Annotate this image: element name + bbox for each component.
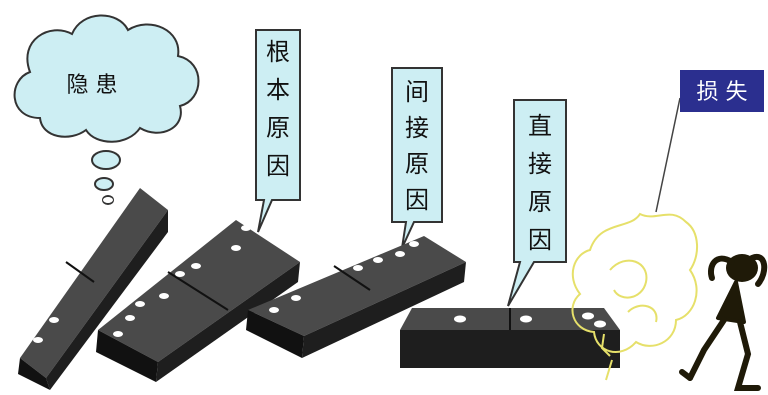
loss-label: 损 失	[697, 80, 748, 105]
hazard-cloud: 隐 患	[13, 14, 200, 205]
person-body	[716, 280, 746, 324]
explosion-swirl	[609, 259, 648, 299]
domino-indirect-cause	[246, 236, 466, 358]
domino-front-face	[96, 330, 158, 382]
loss-box	[680, 70, 764, 112]
domino-pip	[269, 307, 279, 313]
direct-cause-char-4: 因	[528, 226, 552, 254]
thought-cloud-icon	[13, 14, 200, 143]
root-cause-callout: 根 本 原 因	[255, 29, 301, 233]
domino-pip	[175, 271, 185, 277]
domino-pip	[113, 331, 123, 337]
domino-pip	[33, 337, 43, 343]
domino-side-face	[302, 262, 466, 358]
domino-pip	[454, 315, 466, 323]
person-leg	[687, 317, 727, 381]
domino-pip	[103, 197, 113, 203]
domino-pip	[49, 317, 59, 323]
person-foot	[679, 369, 693, 381]
domino-pip	[594, 320, 606, 328]
domino-pip	[582, 312, 594, 320]
domino-pip	[231, 245, 241, 251]
domino-pip	[520, 315, 532, 323]
hazard-label: 隐 患	[67, 73, 118, 98]
domino-pip	[353, 265, 363, 271]
person-leg	[733, 319, 761, 391]
root-cause-char-3: 原	[266, 114, 290, 142]
indirect-cause-char-2: 接	[405, 114, 429, 142]
domino-hazard	[18, 188, 168, 390]
loss-pointer	[655, 97, 681, 213]
domino-root-cause	[96, 220, 300, 382]
person-arm	[749, 253, 768, 287]
domino-pip	[159, 293, 169, 299]
root-cause-char-2: 本	[266, 76, 290, 104]
thought-bubble-medium	[94, 177, 114, 191]
domino-side-face	[46, 210, 168, 390]
domino-pip	[395, 251, 405, 257]
domino-pip	[79, 233, 89, 239]
domino-pip	[291, 295, 301, 301]
indirect-cause-char-4: 因	[405, 186, 429, 214]
callout-box	[507, 99, 567, 307]
direct-cause-char-1: 直	[528, 112, 552, 140]
domino-pip	[191, 263, 201, 269]
domino-pip	[97, 229, 107, 235]
domino-pip	[373, 257, 383, 263]
domino-side-face	[156, 262, 300, 382]
explosion-swirl	[627, 304, 658, 323]
thought-bubble-large	[91, 150, 121, 170]
indirect-cause-callout: 间 接 原 因	[391, 67, 443, 249]
domino-direct-cause	[400, 308, 620, 368]
domino-divider	[65, 261, 95, 283]
domino-front-face	[246, 310, 304, 358]
domino-front-face	[18, 358, 50, 390]
callout-box	[391, 67, 443, 249]
domino-pip	[135, 301, 145, 307]
domino-top-face	[248, 236, 466, 336]
explosion-burst	[571, 212, 698, 353]
direct-cause-callout: 直 接 原 因	[507, 99, 567, 307]
domino-top-face	[20, 188, 168, 378]
domino-pip	[125, 315, 135, 321]
loss-callout: 损 失	[655, 70, 764, 213]
domino-divider	[333, 265, 371, 291]
domino-pip	[241, 225, 251, 231]
explosion-spark	[600, 333, 613, 381]
indirect-cause-char-1: 间	[405, 78, 429, 106]
indirect-cause-char-3: 原	[405, 150, 429, 178]
root-cause-char-1: 根	[266, 38, 290, 66]
person-arm	[708, 255, 735, 281]
root-cause-char-4: 因	[266, 152, 290, 180]
falling-person-icon	[679, 253, 768, 391]
direct-cause-char-2: 接	[528, 150, 552, 178]
explosion-icon	[571, 212, 698, 381]
domino-front-face	[400, 330, 620, 368]
domino-divider	[167, 271, 229, 311]
direct-cause-char-3: 原	[528, 188, 552, 216]
domino-pip	[409, 241, 419, 247]
callout-box	[255, 29, 301, 233]
